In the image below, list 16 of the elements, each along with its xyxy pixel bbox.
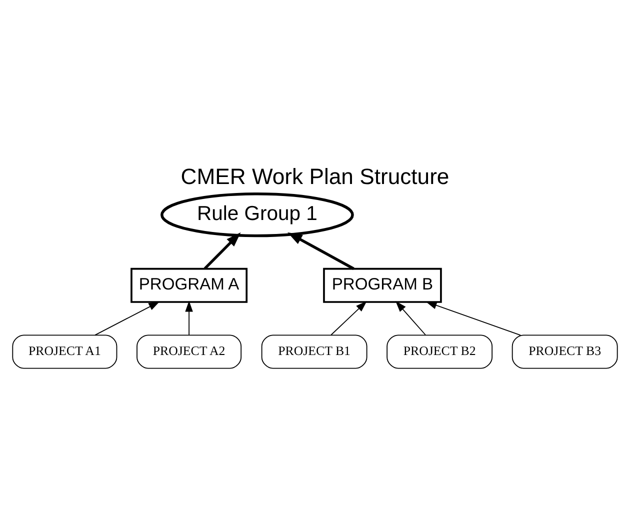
- node-box: PROJECT B1: [261, 334, 368, 369]
- node-box: PROJECT A1: [12, 334, 118, 369]
- arrow: [94, 302, 160, 336]
- diagram-title: CMER Work Plan Structure: [180, 164, 450, 190]
- node-box: PROJECT B2: [386, 334, 493, 369]
- node-box: PROGRAM A: [130, 268, 248, 303]
- arrow: [426, 302, 521, 336]
- arrow: [204, 232, 241, 270]
- node-box: PROJECT A2: [136, 334, 242, 369]
- node-box: PROGRAM B: [323, 268, 442, 303]
- arrow: [330, 301, 367, 336]
- arrow: [287, 232, 354, 270]
- arrow: [396, 301, 426, 336]
- node-ellipse: Rule Group 1: [160, 192, 354, 238]
- node-box: PROJECT B3: [512, 334, 618, 369]
- arrow: [185, 300, 193, 336]
